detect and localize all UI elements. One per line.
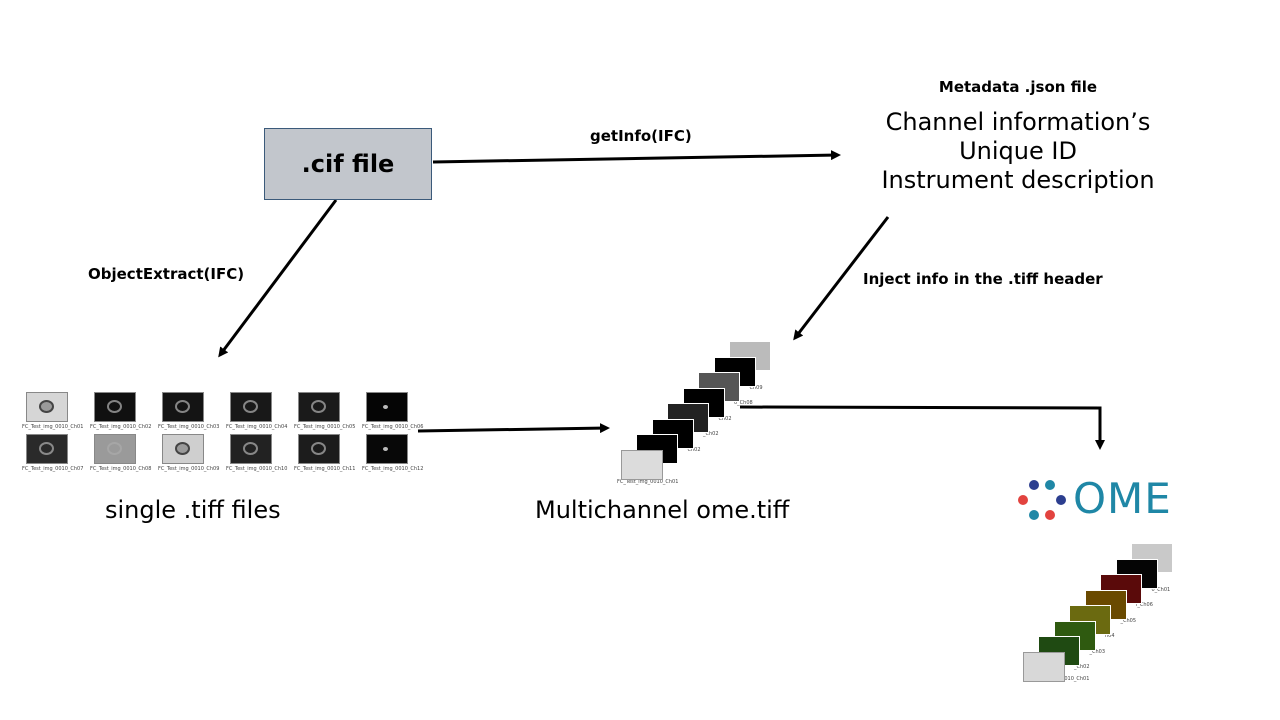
tiff-filename: FC_Test_img_0010_Ch11 [294, 466, 356, 472]
tiff-filename: FC_Test_img_0010_Ch02 [90, 424, 152, 430]
ome-channel-label: _Ch05 [1120, 617, 1137, 624]
arrow-object-extract [218, 199, 338, 358]
arrow-getinfo [432, 150, 841, 164]
cell-image [107, 400, 122, 413]
arrow-inject [793, 216, 890, 341]
tiff-thumbnail [366, 392, 408, 422]
ome-dot-1 [1029, 480, 1039, 490]
multichannel-card [620, 449, 663, 480]
multichannel-channel-label: 0_Ch08 [734, 400, 753, 406]
multichannel-card [651, 418, 694, 449]
multichannel-channel-label: Ch09 [749, 384, 763, 391]
tiff-filename: FC_Test_img_0010_Ch10 [226, 466, 288, 472]
tiff-filename: FC_Test_img_0010_Ch06 [362, 424, 424, 430]
multichannel-channel-label: _Ch02 [703, 431, 719, 437]
ome-channel-label: _Ch02 [1074, 664, 1090, 670]
tiff-filename: FC_Test_img_0010_Ch07 [22, 466, 84, 472]
tiff-filename: FC_Test_img_0010_Ch04 [226, 424, 288, 430]
ome-channel-label: l_Ch06 [1136, 602, 1153, 608]
tiff-filename: FC_Test_img_0010_Ch08 [90, 466, 152, 472]
arrow-to-ome [739, 405, 1105, 450]
multichannel-channel-label: Ch02 [687, 446, 701, 453]
cell-image [175, 442, 190, 455]
cif-file-box: .cif file [264, 128, 432, 200]
tiff-filename: FC_Test_img_0010_Ch09 [158, 466, 220, 472]
tiff-thumbnail [230, 434, 272, 464]
metadata-line-channel-info: Channel information’s [885, 108, 1151, 136]
cell-image [175, 400, 190, 413]
tiff-thumbnail [94, 434, 136, 464]
multichannel-channel-label: Ch02 [718, 415, 732, 422]
cell-image [243, 442, 258, 455]
cell-image [107, 442, 122, 455]
cell-spot [383, 447, 388, 451]
metadata-line-unique-id: Unique ID [959, 137, 1077, 165]
tiff-filename: FC_Test_img_0010_Ch03 [158, 424, 220, 430]
tiff-filename: FC_Test_img_0010_Ch12 [362, 466, 424, 472]
arrow-to-multichannel [417, 423, 610, 434]
object-extract-label: ObjectExtract(IFC) [88, 265, 245, 283]
tiff-thumbnail [162, 392, 204, 422]
ome-channel-label: _Ch03 [1089, 648, 1106, 655]
tiff-thumbnail [162, 434, 204, 464]
tiff-thumbnail [298, 392, 340, 422]
cif-file-label: .cif file [301, 150, 395, 178]
ome-dot-3 [1018, 495, 1028, 505]
metadata-line-instrument: Instrument description [881, 166, 1155, 194]
ome-channel-label: h04 [1105, 633, 1115, 639]
ome-channel-label: 0_Ch01 [1151, 586, 1171, 593]
cell-image [243, 400, 258, 413]
ome-dot-4 [1056, 495, 1066, 505]
cell-image [311, 442, 326, 455]
metadata-title: Metadata .json file [938, 78, 1098, 96]
cell-image [39, 400, 54, 413]
inject-info-label: Inject info in the .tiff header [863, 270, 1103, 288]
tiff-thumbnail [94, 392, 136, 422]
ome-dot-5 [1029, 510, 1039, 520]
single-tiff-caption: single .tiff files [105, 496, 281, 524]
ome-logo-text: OME [1073, 474, 1172, 523]
ome-card [1022, 651, 1065, 682]
cell-image [39, 442, 54, 455]
getinfo-label: getInfo(IFC) [590, 127, 692, 145]
tiff-thumbnail [26, 434, 68, 464]
tiff-thumbnail [366, 434, 408, 464]
ome-dot-6 [1045, 510, 1055, 520]
tiff-thumbnail [230, 392, 272, 422]
tiff-filename: FC_Test_img_0010_Ch05 [294, 424, 356, 430]
tiff-filename: FC_Test_img_0010_Ch01 [22, 424, 84, 430]
ome-dot-2 [1045, 480, 1055, 490]
tiff-thumbnail [298, 434, 340, 464]
cell-image [311, 400, 326, 413]
multichannel-front-caption: FC_Test_img_0010_Ch01 [617, 479, 679, 485]
metadata-block: Metadata .json file Channel information’… [840, 78, 1196, 195]
cell-spot [383, 405, 388, 409]
tiff-thumbnail [26, 392, 68, 422]
multichannel-caption: Multichannel ome.tiff [535, 496, 790, 524]
